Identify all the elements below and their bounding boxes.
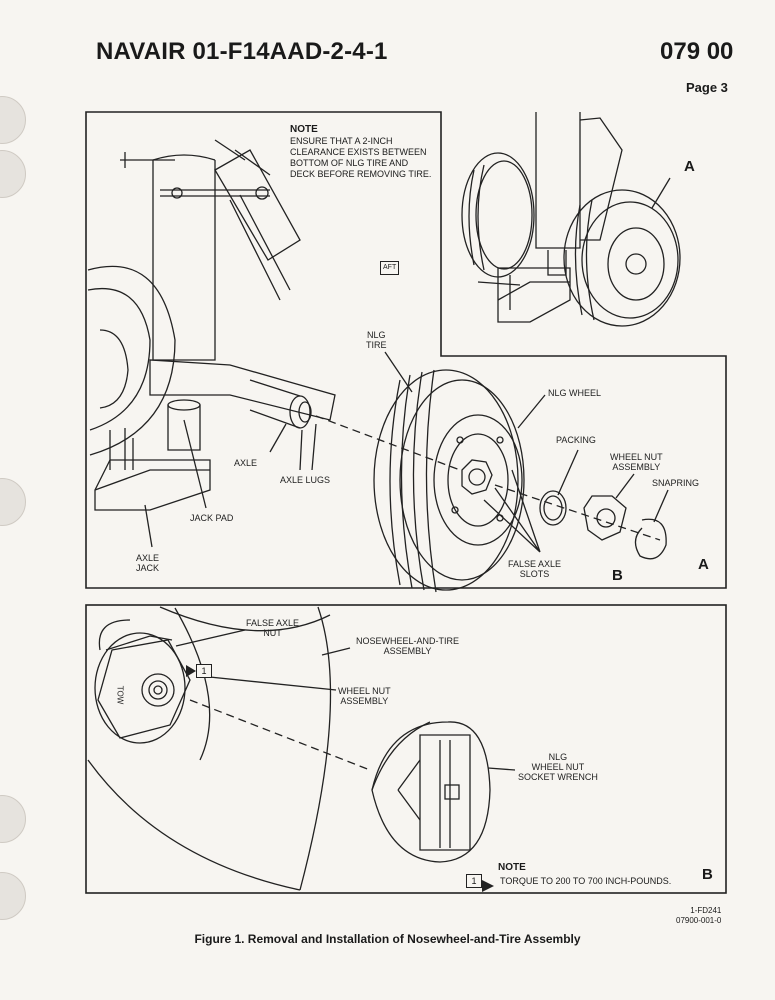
- view-b-letter: B: [702, 866, 713, 883]
- label-jack-pad: JACK PAD: [190, 513, 234, 523]
- label-axle-lugs: AXLE LUGS: [280, 475, 331, 485]
- view-b-note-text: TORQUE TO 200 TO 700 INCH-POUNDS.: [500, 876, 672, 886]
- inset-detail-a-callout: A: [684, 158, 695, 175]
- document-number: NAVAIR 01-F14AAD-2-4-1: [96, 38, 388, 65]
- label-axle-jack: AXLE JACK: [136, 553, 160, 573]
- label-wheel-nut-assembly: WHEEL NUT ASSEMBLY: [610, 452, 663, 472]
- label-nlg-wheel: NLG WHEEL: [548, 388, 602, 398]
- note-callout-marker: 1: [466, 874, 482, 888]
- label-nosewheel-tire-assembly: NOSEWHEEL-AND-TIRE ASSEMBLY: [356, 636, 460, 656]
- label-snapring: SNAPRING: [652, 478, 700, 488]
- label-socket-wrench: NLG WHEEL NUT SOCKET WRENCH: [518, 752, 598, 782]
- figure-code: 1-FD241 07900-001-0: [676, 906, 722, 925]
- label-wheel-nut-assembly-b: WHEEL NUT ASSEMBLY: [338, 686, 391, 706]
- figure-caption: Figure 1. Removal and Installation of No…: [194, 932, 581, 946]
- view-a-note-text: ENSURE THAT A 2-INCH CLEARANCE EXISTS BE…: [290, 136, 432, 179]
- aft-arrow-label: AFT: [380, 261, 400, 275]
- section-number: 079 00: [660, 38, 734, 65]
- detail-b-callout: B: [612, 567, 623, 584]
- label-axle: AXLE: [234, 458, 258, 468]
- label-false-axle-slots: FALSE AXLE SLOTS: [508, 559, 562, 579]
- torque-callout-marker: 1: [196, 664, 212, 678]
- label-packing: PACKING: [556, 435, 596, 445]
- view-a-note-title: NOTE: [290, 124, 318, 135]
- page-number: Page 3: [686, 80, 728, 95]
- label-false-axle-nut: FALSE AXLE NUT: [246, 618, 300, 638]
- label-tow: TOW: [115, 685, 125, 705]
- view-b-note-title: NOTE: [498, 862, 526, 873]
- view-a-letter: A: [698, 556, 709, 573]
- label-nlg-tire: NLG TIRE: [366, 330, 387, 350]
